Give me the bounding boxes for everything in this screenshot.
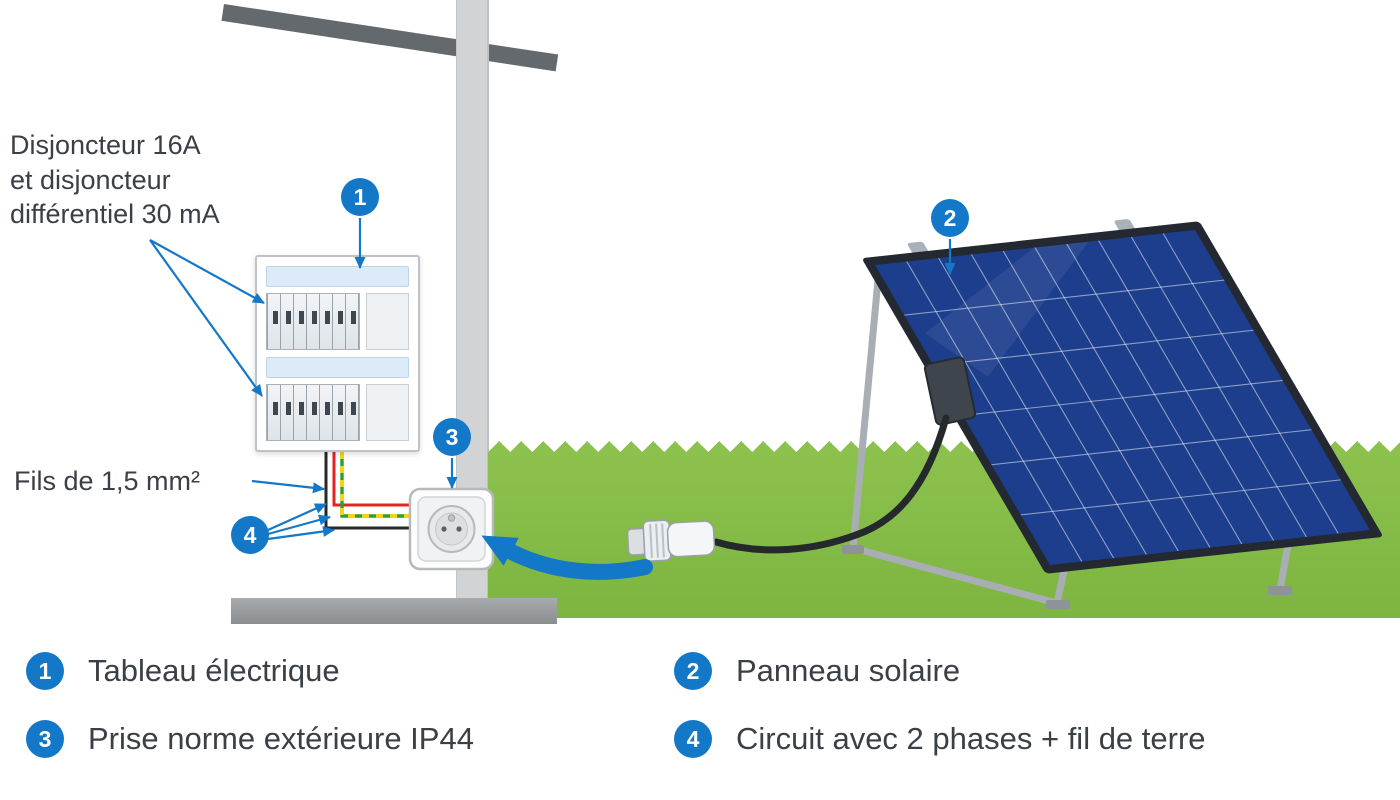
legend-label-4: Circuit avec 2 phases + fil de terre	[736, 721, 1206, 756]
legend-badge-3: 3	[26, 720, 64, 758]
blank-panel	[366, 384, 409, 441]
annotation-disjoncteur: Disjoncteur 16A et disjoncteur différent…	[10, 130, 220, 230]
blank-panel	[366, 293, 409, 350]
breaker-module-top	[266, 266, 409, 350]
house-wall	[456, 0, 489, 612]
breaker-module-bottom	[266, 357, 409, 441]
legend-item-4: 4 Circuit avec 2 phases + fil de terre	[674, 720, 1386, 758]
legend-item-3: 3 Prise norme extérieure IP44	[26, 720, 674, 758]
marker-3: 3	[433, 418, 471, 456]
marker-2: 2	[931, 199, 969, 237]
legend-badge-2: 2	[674, 652, 712, 690]
circuit-breakers-row	[266, 384, 360, 441]
legend-label-3: Prise norme extérieure IP44	[88, 721, 474, 756]
circuit-breakers-row	[266, 293, 360, 350]
legend: 1 Tableau électrique 2 Panneau solaire 3…	[26, 652, 1386, 758]
annotation-fils: Fils de 1,5 mm²	[14, 466, 201, 496]
marker-1: 1	[341, 178, 379, 216]
house-floor	[231, 598, 557, 624]
house-roof	[221, 4, 559, 72]
legend-item-1: 1 Tableau électrique	[26, 652, 674, 690]
grass	[488, 452, 1400, 618]
legend-badge-1: 1	[26, 652, 64, 690]
module-header	[266, 266, 409, 287]
marker-4: 4	[231, 516, 269, 554]
legend-label-2: Panneau solaire	[736, 653, 961, 688]
electrical-panel	[255, 255, 420, 452]
legend-label-1: Tableau électrique	[88, 653, 340, 688]
module-header	[266, 357, 409, 378]
legend-badge-4: 4	[674, 720, 712, 758]
legend-item-2: 2 Panneau solaire	[674, 652, 1386, 690]
